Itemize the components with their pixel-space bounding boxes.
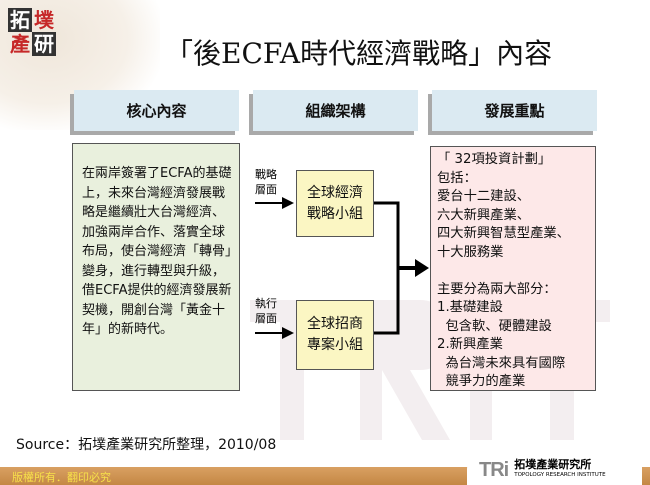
merge-connector (374, 201, 400, 335)
logo-char: 研 (32, 32, 56, 56)
brand-en: TOPOLOGY RESEARCH INSTITUTE (514, 472, 606, 478)
header-core-content: 核心內容 (74, 90, 239, 131)
logo-char: 產 (10, 32, 30, 56)
investment-group-box: 全球招商 專案小組 (296, 300, 374, 370)
header-focus: 發展重點 (432, 90, 597, 131)
source-note: Source：拓墣產業研究所整理，2010/08 (16, 437, 277, 453)
execution-level-label: 執行 層面 (255, 297, 277, 325)
focus-box: 「 32項投資計劃」 包括： 愛台十二建設、 六大新興產業、 四大新興智慧型產業… (430, 146, 596, 391)
logo: 拓墣產研 (8, 8, 60, 58)
arrow-head-icon (415, 259, 429, 277)
logo-char: 墣 (34, 8, 54, 32)
header-organization: 組織架構 (253, 90, 418, 131)
core-content-box: 在兩岸簽署了ECFA的基礎上，未來台灣經濟發展戰略是繼續壯大台灣經濟、加強兩岸合… (72, 143, 240, 391)
strategy-group-box: 全球經濟 戰略小組 (296, 170, 374, 237)
copyright-text: 版權所有．翻印必究 (12, 471, 111, 484)
page-title: 「後ECFA時代經濟戰略」內容 (165, 37, 553, 70)
tri-mark: TRi (479, 458, 509, 481)
brand-name: 拓墣產業研究所 (514, 458, 592, 471)
strategy-level-label: 戰略 層面 (255, 168, 277, 196)
logo-char: 拓 (8, 8, 32, 32)
